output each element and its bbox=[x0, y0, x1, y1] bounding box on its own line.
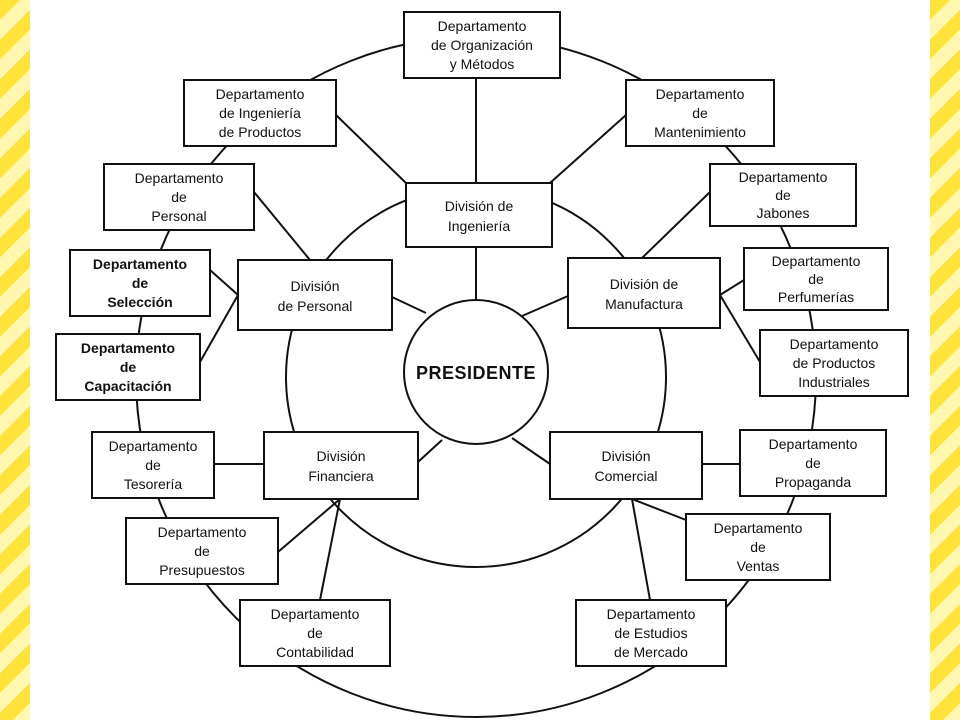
division-comercial: División Comercial bbox=[549, 431, 703, 500]
division-personal: División de Personal bbox=[237, 259, 393, 331]
line-presupuestos-divfinanciera bbox=[277, 498, 341, 553]
line-seleccion-divpersonal bbox=[209, 269, 239, 296]
org-chart-area: PRESIDENTE División de Ingeniería Divisi… bbox=[30, 0, 930, 720]
department-seleccion: Departamento de Selección bbox=[69, 249, 211, 317]
department-jabones-line-1: Departamento bbox=[739, 169, 828, 185]
department-personal: Departamento de Personal bbox=[103, 163, 255, 231]
department-organizacion-line-2: de Organización bbox=[431, 37, 533, 53]
department-ing-productos-line-3: de Productos bbox=[219, 124, 302, 140]
department-mantenimiento-line-1: Departamento bbox=[656, 86, 745, 102]
department-organizacion: Departamento de Organización y Métodos bbox=[403, 11, 561, 79]
division-personal-line-1: División bbox=[290, 278, 339, 294]
department-ventas-line-3: Ventas bbox=[737, 558, 780, 574]
department-jabones: Departamento de Jabones bbox=[709, 163, 857, 227]
line-jabones-divmanufactura bbox=[641, 191, 711, 259]
line-contabilidad-divfinanciera bbox=[319, 498, 341, 601]
department-productos-industriales: Departamento de Productos Industriales bbox=[759, 329, 909, 397]
division-manufactura-line-1: División de bbox=[610, 276, 679, 292]
department-prod-industriales-line-3: Industriales bbox=[798, 374, 870, 390]
department-estudios-mercado-line-3: de Mercado bbox=[614, 644, 688, 660]
president-label: PRESIDENTE bbox=[416, 363, 536, 383]
department-presupuestos: Departamento de Presupuestos bbox=[125, 517, 279, 585]
department-seleccion-line-3: Selección bbox=[107, 294, 172, 310]
division-ingenieria-line-1: División de bbox=[445, 198, 514, 214]
department-propaganda-line-3: Propaganda bbox=[775, 474, 852, 490]
line-divpersonal-presidente bbox=[391, 296, 427, 314]
division-financiera-line-1: División bbox=[316, 448, 365, 464]
department-tesoreria-line-2: de bbox=[145, 457, 161, 473]
department-organizacion-line-1: Departamento bbox=[438, 18, 527, 34]
department-contabilidad-line-2: de bbox=[307, 625, 323, 641]
line-estudios-divcomercial bbox=[631, 498, 651, 601]
department-presupuestos-line-3: Presupuestos bbox=[159, 562, 245, 578]
department-ventas: Departamento de Ventas bbox=[685, 513, 831, 581]
department-propaganda-line-2: de bbox=[805, 455, 821, 471]
president-node: PRESIDENTE bbox=[403, 299, 549, 445]
division-manufactura-line-2: Manufactura bbox=[605, 296, 683, 312]
connector-lines bbox=[199, 78, 761, 601]
division-financiera: División Financiera bbox=[263, 431, 419, 500]
department-seleccion-line-1: Departamento bbox=[93, 256, 187, 272]
department-jabones-line-2: de bbox=[775, 187, 791, 203]
department-propaganda: Departamento de Propaganda bbox=[739, 429, 887, 497]
division-comercial-line-1: División bbox=[601, 448, 650, 464]
department-ingenieria-productos: Departamento de Ingeniería de Productos bbox=[183, 79, 337, 147]
department-personal-line-3: Personal bbox=[151, 208, 206, 224]
department-contabilidad-line-3: Contabilidad bbox=[276, 644, 354, 660]
division-personal-line-2: de Personal bbox=[278, 298, 353, 314]
department-tesoreria: Departamento de Tesorería bbox=[91, 431, 215, 499]
department-capacitacion-line-1: Departamento bbox=[81, 340, 175, 356]
department-prod-industriales-line-1: Departamento bbox=[790, 336, 879, 352]
department-personal-line-2: de bbox=[171, 189, 187, 205]
department-perfumerias-line-3: Perfumerías bbox=[778, 289, 854, 305]
department-personal-line-1: Departamento bbox=[135, 170, 224, 186]
right-decorative-stripe bbox=[930, 0, 960, 720]
department-perfumerias-line-2: de bbox=[808, 271, 824, 287]
department-estudios-mercado-line-1: Departamento bbox=[607, 606, 696, 622]
department-organizacion-line-3: y Métodos bbox=[450, 56, 515, 72]
line-mantenimiento-ingenieria bbox=[549, 114, 627, 184]
department-contabilidad: Departamento de Contabilidad bbox=[239, 599, 391, 667]
line-capacitacion-divpersonal bbox=[199, 294, 239, 363]
division-ingenieria-line-2: Ingeniería bbox=[448, 218, 510, 234]
department-mantenimiento: Departamento de Mantenimiento bbox=[625, 79, 775, 147]
department-jabones-line-3: Jabones bbox=[757, 205, 810, 221]
department-estudios-mercado-line-2: de Estudios bbox=[614, 625, 687, 641]
line-ingproductos-ingenieria bbox=[335, 114, 407, 184]
department-ventas-line-2: de bbox=[750, 539, 766, 555]
left-decorative-stripe bbox=[0, 0, 30, 720]
line-divcomercial-presidente bbox=[511, 437, 551, 465]
department-propaganda-line-1: Departamento bbox=[769, 436, 858, 452]
division-financiera-line-2: Financiera bbox=[308, 468, 374, 484]
department-seleccion-line-2: de bbox=[132, 275, 149, 291]
department-mantenimiento-line-2: de bbox=[692, 105, 708, 121]
department-ventas-line-1: Departamento bbox=[714, 520, 803, 536]
line-prodindustriales-divmanufactura bbox=[719, 294, 761, 363]
line-perfumerias-divmanufactura bbox=[719, 279, 745, 296]
division-comercial-line-2: Comercial bbox=[594, 468, 657, 484]
line-divfinanciera-presidente bbox=[417, 439, 443, 463]
department-presupuestos-line-2: de bbox=[194, 543, 210, 559]
line-personal-divpersonal bbox=[253, 191, 311, 261]
department-tesoreria-line-3: Tesorería bbox=[124, 476, 183, 492]
department-contabilidad-line-1: Departamento bbox=[271, 606, 360, 622]
line-ventas-divcomercial bbox=[631, 498, 687, 521]
department-capacitacion-line-2: de bbox=[120, 359, 137, 375]
department-perfumerias: Departamento de Perfumerías bbox=[743, 247, 889, 311]
department-tesoreria-line-1: Departamento bbox=[109, 438, 198, 454]
department-perfumerias-line-1: Departamento bbox=[772, 253, 861, 269]
department-estudios-mercado: Departamento de Estudios de Mercado bbox=[575, 599, 727, 667]
division-ingenieria: División de Ingeniería bbox=[405, 182, 553, 248]
department-ing-productos-line-2: de Ingeniería bbox=[219, 105, 301, 121]
department-presupuestos-line-1: Departamento bbox=[158, 524, 247, 540]
department-mantenimiento-line-3: Mantenimiento bbox=[654, 124, 746, 140]
line-divmanufactura-presidente bbox=[521, 295, 569, 317]
division-manufactura: División de Manufactura bbox=[567, 257, 721, 329]
department-ing-productos-line-1: Departamento bbox=[216, 86, 305, 102]
department-capacitacion-line-3: Capacitación bbox=[84, 378, 171, 394]
department-capacitacion: Departamento de Capacitación bbox=[55, 333, 201, 401]
org-chart-diagram: PRESIDENTE División de Ingeniería Divisi… bbox=[55, 11, 909, 718]
department-prod-industriales-line-2: de Productos bbox=[793, 355, 876, 371]
